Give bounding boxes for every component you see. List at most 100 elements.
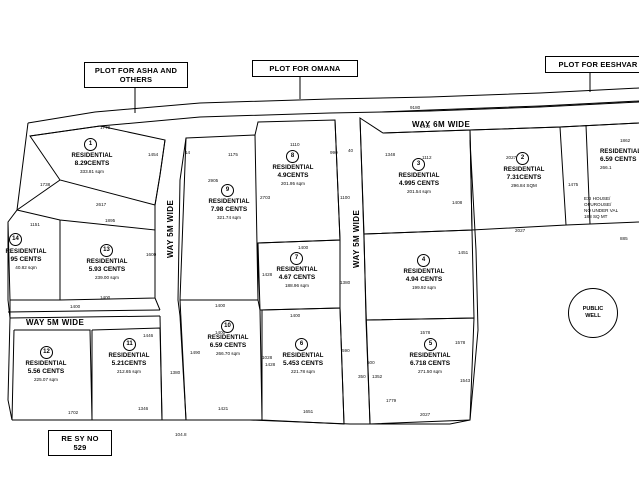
dimension-label: 1110 [290, 142, 300, 147]
dimension-label: 1578 [455, 340, 466, 345]
plot-marker-2: 2 [516, 152, 529, 165]
dimension-label: 9180 [410, 105, 421, 110]
dimension-label: 1454 [148, 152, 159, 157]
plot-label-8: RESIDENTIAL 4.9CENTS 201.95 sqm [262, 164, 324, 188]
dimension-label: 1380 [340, 280, 351, 285]
dimension-label: 1862 [620, 138, 631, 143]
dimension-label: 1600 [146, 252, 157, 257]
dimension-label: 1400 [215, 303, 226, 308]
plot-area-sqm-4: 199.92 sqm [411, 285, 436, 290]
plot-marker-1: 1 [84, 138, 97, 151]
dimension-label: 2703 [260, 195, 271, 200]
dimension-label: 1380 [170, 370, 181, 375]
plot-label-1: RESIDENTIAL 8.29CENTS 333.81 sqm [62, 152, 122, 176]
dimension-label: 2027 [506, 155, 517, 160]
plot-marker-10: 10 [221, 320, 234, 333]
plot-type-12: RESIDENTIAL [25, 361, 67, 367]
plot-type-5: RESIDENTIAL [409, 353, 451, 359]
dimension-label: 1400 [100, 295, 111, 300]
plot-label-9: RESIDENTIAL 7.98 CENTS 321.74 sqm [198, 198, 260, 222]
plot-area-sqm-8: 201.95 sqm [280, 181, 305, 186]
plot-type-10: RESIDENTIAL [207, 335, 249, 341]
plot-area-sqm-2: 296.84 SQM [511, 183, 537, 188]
plot-type-1: RESIDENTIAL [71, 153, 113, 159]
dimension-label: 14 [185, 150, 191, 155]
public-well-line2: WELL [585, 313, 601, 319]
plot-area-sqm-1-right: 266.1 [600, 165, 612, 170]
dimension-label: 2617 [96, 202, 107, 207]
plot-area-cents-11: 5.21CENTS [111, 360, 147, 367]
plot-marker-6: 6 [295, 338, 308, 351]
dimension-label: 1400 [290, 313, 301, 318]
plot-area-cents-5: 6.718 CENTS [409, 360, 451, 367]
dimension-label: 1778 [100, 125, 111, 130]
dimension-label: 1428 [265, 362, 276, 367]
plot-marker-7: 7 [290, 252, 303, 265]
plot-type-2: RESIDENTIAL [503, 167, 545, 173]
dimension-label: 1895 [105, 218, 116, 223]
plot-area-cents-14: 95 CENTS [10, 256, 42, 263]
plot-label-10: RESIDENTIAL 6.59 CENTS 266.70 sqm [199, 334, 257, 358]
plot-area-sqm-12: 225.07 sqm [33, 377, 58, 382]
plot-marker-3: 3 [412, 158, 425, 171]
dimension-label: 1348 [385, 152, 396, 157]
plot-area-sqm-11: 212.65 sqm [116, 369, 141, 374]
plot-label-3: RESIDENTIAL 4.995 CENTS 201.54 sqm [388, 172, 450, 196]
plot-area-cents-2: 7.31CENTS [506, 174, 542, 181]
dimension-label: 1421 [218, 406, 229, 411]
plot-marker-11: 11 [123, 338, 136, 351]
dimension-label: 40 [348, 148, 354, 153]
plot-label-4: RESIDENTIAL 4.94 CENTS 199.92 sqm [394, 268, 454, 292]
plot-label-11: RESIDENTIAL 5.21CENTS 212.65 sqm [100, 352, 158, 376]
plot-area-sqm-14: 40.82 sqm [15, 265, 37, 270]
dimension-label: 1112 [422, 155, 432, 160]
dimension-label: 1352 [372, 374, 383, 379]
public-well-marker: PUBLIC WELL [568, 288, 618, 338]
plot-marker-4: 4 [417, 254, 430, 267]
dimension-label: 1578 [420, 330, 431, 335]
dimension-label: 590 [342, 348, 350, 353]
plot-marker-13: 13 [100, 244, 113, 257]
dimension-label: 1346 [138, 406, 149, 411]
dimension-label: 1490 [190, 350, 201, 355]
plot-type-14: RESIDENTIAL [5, 249, 47, 255]
plot-marker-14: 14 [9, 233, 22, 246]
dimension-label: 1408 [452, 200, 463, 205]
plot-label-2: RESIDENTIAL 7.31CENTS 296.84 SQM [492, 166, 556, 190]
plot-area-cents-9: 7.98 CENTS [210, 206, 248, 213]
dimension-label: 1151 [30, 222, 40, 227]
plot-area-cents-7: 4.67 CENTS [278, 274, 316, 281]
plot-area-cents-1: 8.29CENTS [74, 160, 110, 167]
plot-marker-8: 8 [286, 150, 299, 163]
dimension-label: 1475 [568, 182, 579, 187]
public-well-line1: PUBLIC [582, 306, 604, 312]
plot-type-4: RESIDENTIAL [403, 269, 445, 275]
dimension-label: 1651 [303, 409, 314, 414]
plot-title-eeshvar: PLOT FOR EESHVAR [545, 56, 639, 73]
plot-label-14: RESIDENTIAL 95 CENTS 40.82 sqm [0, 248, 52, 272]
plot-type-8: RESIDENTIAL [272, 165, 314, 171]
survey-no-box: RE SY NO 529 [48, 430, 112, 456]
dimension-label: 990 [330, 150, 338, 155]
road-label-way-5m-wide-bottom: WAY 5M WIDE [26, 318, 85, 327]
dimension-label: 1702 [68, 410, 79, 415]
plot-type-1-right: RESIDENTIAL [600, 149, 639, 155]
dimension-label: 2027 [420, 412, 431, 417]
plot-area-sqm-13: 239.00 sqm [94, 275, 119, 280]
plot-area-sqm-6: 221.78 sqm [290, 369, 315, 374]
plot-area-cents-13: 5.93 CENTS [88, 266, 126, 273]
dimension-label: 1446 [143, 333, 154, 338]
plot-area-cents-4: 4.94 CENTS [405, 276, 443, 283]
dimension-label: 2027 [515, 228, 526, 233]
dimension-label: 1400 [215, 330, 226, 335]
plot-area-sqm-9: 321.74 sqm [216, 215, 241, 220]
plot-label-6: RESIDENTIAL 5.453 CENTS 221.78 sqm [272, 352, 334, 376]
dimension-label: 1738 [40, 182, 51, 187]
road-label-way-5m-wide-left: WAY 5M WIDE [166, 199, 175, 258]
plot-label-5: RESIDENTIAL 6.718 CENTS 271.50 sqm [399, 352, 461, 376]
dimension-label: 104.8 [175, 432, 187, 437]
plot-area-sqm-10: 266.70 sqm [215, 351, 240, 356]
dimension-label: 1543 [460, 378, 471, 383]
existing-house-note: EXI HOUSE/ OFUROUSE/ NO UNDER VAL 188 SQ… [584, 196, 619, 219]
plot-marker-5: 5 [424, 338, 437, 351]
